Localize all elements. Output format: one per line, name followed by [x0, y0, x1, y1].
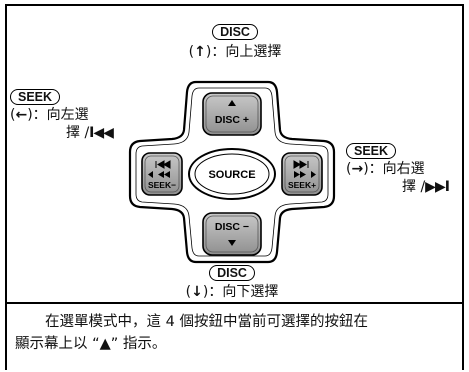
disc-down-text: ：向下選擇 [208, 284, 279, 300]
seek-left-text-1: ：向左選 [32, 107, 89, 123]
disc-minus-label: DISC − [215, 221, 249, 233]
skip-back-icon: I◀◀ [89, 125, 114, 141]
source-label: SOURCE [208, 169, 255, 181]
arrow-left-icon: ← [15, 107, 28, 123]
disc-up-text: ：向上選擇 [211, 44, 282, 60]
arrow-right-icon: → [351, 161, 364, 177]
disc-up-label: DISC (↑)：向上選擇 [188, 24, 282, 60]
caption: 在選單模式中，這 4 個按鈕中當前可選擇的按鈕在 顯示幕上以 “▲” 指示。 [15, 311, 455, 355]
arrow-down-icon: ↓ [191, 284, 203, 300]
seek-left-text-2: 擇 / [66, 125, 90, 141]
seek-tag: SEEK [10, 89, 61, 105]
seek-minus-button[interactable]: SEEK− [141, 152, 183, 196]
caption-divider [5, 302, 464, 304]
skip-back-small-icon [155, 160, 171, 169]
right-triangle-icon [311, 171, 316, 178]
up-triangle-icon [228, 100, 236, 106]
seek-minus-label: SEEK− [148, 180, 176, 190]
disc-minus-button[interactable]: DISC − [202, 212, 262, 256]
source-button[interactable]: SOURCE [188, 148, 276, 200]
seek-right-text-1: ：向右選 [368, 161, 425, 177]
arrow-up-icon: ↑ [194, 44, 206, 60]
disc-tag: DISC [212, 24, 258, 40]
down-triangle-icon [228, 240, 236, 246]
figure-frame [5, 4, 464, 370]
seek-left-label: SEEK (←)：向左選 擇 /I◀◀ [10, 89, 114, 141]
left-triangle-icon [148, 171, 153, 178]
caption-line-1: 在選單模式中，這 4 個按鈕中當前可選擇的按鈕在 [45, 314, 368, 330]
disc-tag: DISC [209, 265, 255, 281]
seek-plus-button[interactable]: SEEK+ [281, 152, 323, 196]
seek-right-text-2: 擇 / [402, 179, 426, 195]
seek-tag: SEEK [346, 143, 397, 159]
skip-forward-small-icon [293, 160, 309, 169]
rewind-small-icon [158, 171, 170, 178]
disc-plus-label: DISC + [215, 114, 249, 126]
seek-plus-label: SEEK+ [288, 180, 316, 190]
skip-forward-icon: ▶▶I [425, 179, 450, 195]
seek-right-label: SEEK (→)：向右選 擇 /▶▶I [346, 143, 450, 195]
disc-down-label: DISC (↓)：向下選擇 [185, 265, 279, 300]
fast-forward-small-icon [294, 171, 306, 178]
disc-plus-button[interactable]: DISC + [202, 92, 262, 136]
caption-line-2: 顯示幕上以 “▲” 指示。 [15, 336, 167, 352]
